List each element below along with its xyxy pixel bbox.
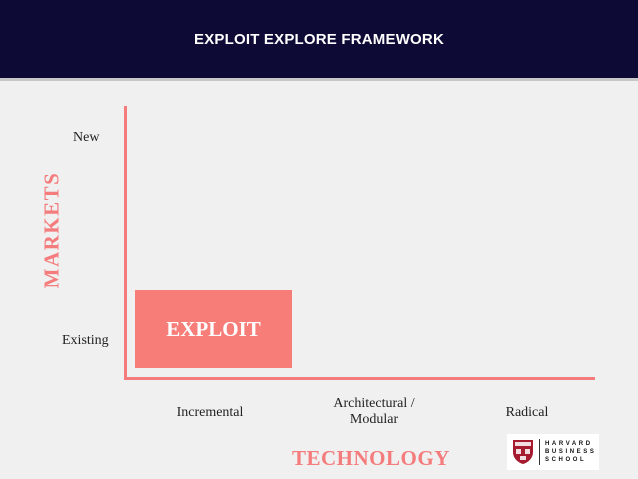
x-axis-line: [124, 377, 595, 380]
header-bar: [0, 0, 638, 78]
y-axis-title: MARKETS: [39, 171, 64, 289]
y-tick-new: New: [73, 130, 100, 145]
hbs-logo: HARVARD BUSINESS SCHOOL: [507, 434, 599, 470]
logo-line-school: SCHOOL: [545, 457, 587, 463]
exploit-label: EXPLOIT: [166, 316, 261, 341]
logo-line-business: BUSINESS: [545, 449, 597, 455]
y-axis-line: [124, 106, 127, 380]
x-axis-title: TECHNOLOGY: [292, 446, 450, 470]
header-divider: [0, 78, 638, 81]
x-tick-incremental: Incremental: [176, 405, 244, 420]
logo-line-harvard: HARVARD: [545, 441, 593, 447]
y-tick-existing: Existing: [62, 333, 109, 348]
x-tick-architectural-modular: Architectural / Modular: [333, 396, 415, 427]
logo-divider: [539, 439, 540, 465]
logo-wordmark: HARVARD BUSINESS SCHOOL: [545, 440, 596, 464]
x-tick-radical: Radical: [505, 405, 549, 420]
exploit-quadrant-box: EXPLOIT: [135, 290, 292, 368]
shield-icon: [513, 440, 533, 464]
slide-title: EXPLOIT EXPLORE FRAMEWORK: [193, 30, 444, 48]
